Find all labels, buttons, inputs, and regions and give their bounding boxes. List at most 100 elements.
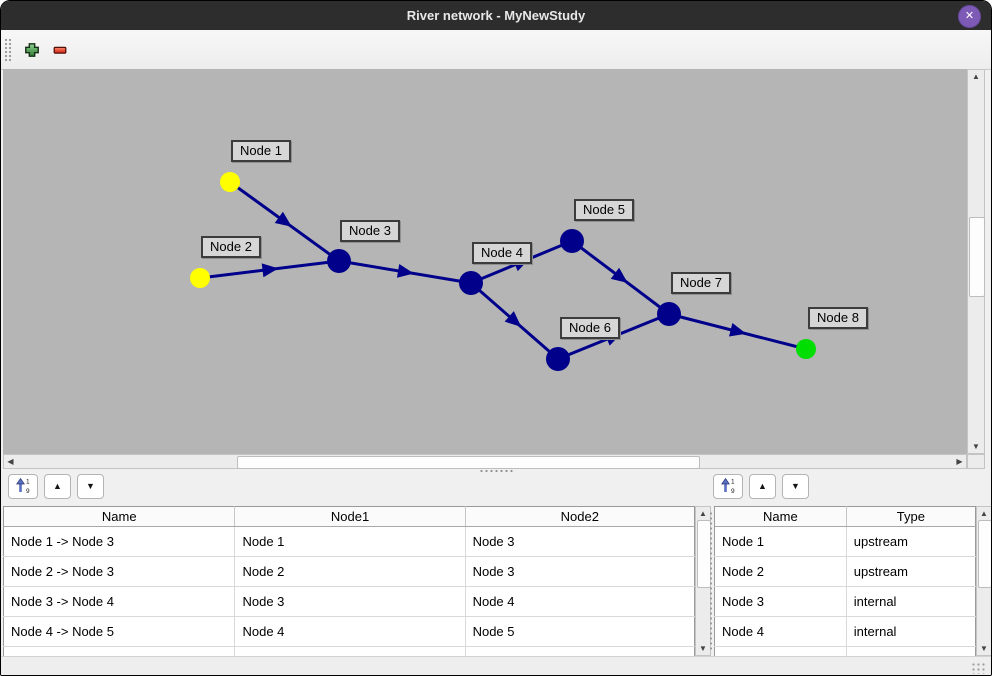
sort-ascending-icon: 1 9 xyxy=(721,478,735,494)
node-label[interactable]: Node 4 xyxy=(472,242,532,264)
move-node-up-button[interactable]: ▲ xyxy=(749,473,776,499)
node-circle[interactable] xyxy=(459,271,483,295)
links-table-toolbar: 1 9 ▲ ▼ xyxy=(8,473,104,499)
table-cell[interactable]: Node 1 -> Node 3 xyxy=(3,526,236,557)
status-bar xyxy=(1,656,991,675)
scroll-down-arrow[interactable]: ▼ xyxy=(980,644,988,653)
column-header[interactable]: Type xyxy=(846,506,976,527)
table-cell[interactable]: Node 1 xyxy=(234,526,466,557)
edge-arrowhead xyxy=(504,311,522,327)
column-header[interactable]: Node2 xyxy=(465,506,695,527)
table-cell xyxy=(714,646,847,658)
close-button[interactable]: ✕ xyxy=(958,5,981,28)
network-canvas[interactable]: Node 1 Node 2 Node 3 Node 4 Node 5 Node 6 Node… xyxy=(3,69,967,454)
table-row-partial xyxy=(3,646,695,658)
table-cell[interactable]: Node 4 xyxy=(234,616,466,647)
node-label[interactable]: Node 3 xyxy=(340,220,400,242)
node-circle[interactable] xyxy=(657,302,681,326)
window-title: River network - MyNewStudy xyxy=(406,8,586,23)
node-circle[interactable] xyxy=(546,347,570,371)
horizontal-splitter-handle[interactable] xyxy=(479,469,515,473)
toolbar-drag-handle[interactable] xyxy=(4,37,12,62)
scroll-left-arrow[interactable]: ◀ xyxy=(7,457,14,466)
minus-icon xyxy=(53,46,67,54)
table-cell[interactable]: Node 3 xyxy=(465,556,695,587)
node-circle[interactable] xyxy=(220,172,240,192)
scroll-down-arrow[interactable]: ▼ xyxy=(972,442,980,451)
edge-arrowhead xyxy=(610,267,628,283)
table-cell[interactable]: Node 5 xyxy=(465,616,695,647)
move-node-down-button[interactable]: ▼ xyxy=(782,473,809,499)
node-label[interactable]: Node 5 xyxy=(574,199,634,221)
edge-arrowhead xyxy=(261,263,279,278)
plus-icon xyxy=(25,42,39,57)
table-cell[interactable]: internal xyxy=(846,586,976,617)
column-header[interactable]: Name xyxy=(3,506,236,527)
scroll-up-arrow[interactable]: ▲ xyxy=(980,509,988,518)
canvas-vertical-scrollbar[interactable]: ▲ ▼ xyxy=(967,69,985,454)
add-node-button[interactable] xyxy=(18,36,46,64)
scroll-right-arrow[interactable]: ▶ xyxy=(956,457,963,466)
svg-text:9: 9 xyxy=(26,488,30,494)
table-cell[interactable]: Node 4 xyxy=(714,616,847,647)
table-cell xyxy=(234,646,466,658)
canvas-horizontal-scrollbar[interactable]: ◀ ▶ xyxy=(3,454,967,469)
node-label[interactable]: Node 2 xyxy=(201,236,261,258)
table-cell[interactable]: upstream xyxy=(846,556,976,587)
scroll-up-arrow[interactable]: ▲ xyxy=(699,509,707,518)
nodes-table-scrollbar[interactable]: ▲ ▼ xyxy=(976,506,991,656)
node-circle[interactable] xyxy=(190,268,210,288)
column-header[interactable]: Name xyxy=(714,506,847,527)
table-cell[interactable]: Node 3 xyxy=(714,586,847,617)
table-cell[interactable]: Node 4 xyxy=(465,586,695,617)
table-cell[interactable]: Node 3 -> Node 4 xyxy=(3,586,236,617)
scroll-up-arrow[interactable]: ▲ xyxy=(972,72,980,81)
move-link-down-button[interactable]: ▼ xyxy=(77,473,104,499)
nodes-scroll-thumb[interactable] xyxy=(978,520,991,588)
node-label[interactable]: Node 7 xyxy=(671,272,731,294)
table-cell[interactable]: Node 3 xyxy=(234,586,466,617)
table-cell[interactable]: Node 2 xyxy=(234,556,466,587)
table-cell[interactable]: Node 3 xyxy=(465,526,695,557)
sort-nodes-button[interactable]: 1 9 xyxy=(713,473,743,499)
node-label[interactable]: Node 1 xyxy=(231,140,291,162)
scroll-down-arrow[interactable]: ▼ xyxy=(699,644,707,653)
links-table-scrollbar[interactable]: ▲ ▼ xyxy=(695,506,711,656)
vertical-splitter-handle[interactable] xyxy=(709,511,713,651)
table-cell[interactable]: upstream xyxy=(846,526,976,557)
resize-grip[interactable] xyxy=(971,662,985,674)
title-bar: River network - MyNewStudy ✕ xyxy=(1,1,991,30)
edge-arrowhead xyxy=(728,322,747,337)
table-cell[interactable]: Node 1 xyxy=(714,526,847,557)
node-circle[interactable] xyxy=(796,339,816,359)
remove-node-button[interactable] xyxy=(46,36,74,64)
sort-links-button[interactable]: 1 9 xyxy=(8,473,38,499)
column-header[interactable]: Node1 xyxy=(234,506,466,527)
table-cell[interactable]: Node 4 -> Node 5 xyxy=(3,616,236,647)
node-label[interactable]: Node 8 xyxy=(808,307,868,329)
svg-text:1: 1 xyxy=(731,479,735,486)
horizontal-scroll-thumb[interactable] xyxy=(237,456,700,469)
vertical-scroll-thumb[interactable] xyxy=(969,217,985,297)
table-cell[interactable]: Node 2 -> Node 3 xyxy=(3,556,236,587)
node-circle[interactable] xyxy=(327,249,351,273)
move-link-up-button[interactable]: ▲ xyxy=(44,473,71,499)
table-cell[interactable]: internal xyxy=(846,616,976,647)
table-cell[interactable]: Node 2 xyxy=(714,556,847,587)
table-cell xyxy=(3,646,236,658)
node-circle[interactable] xyxy=(560,229,584,253)
network-svg xyxy=(190,172,816,371)
node-label[interactable]: Node 6 xyxy=(560,317,620,339)
